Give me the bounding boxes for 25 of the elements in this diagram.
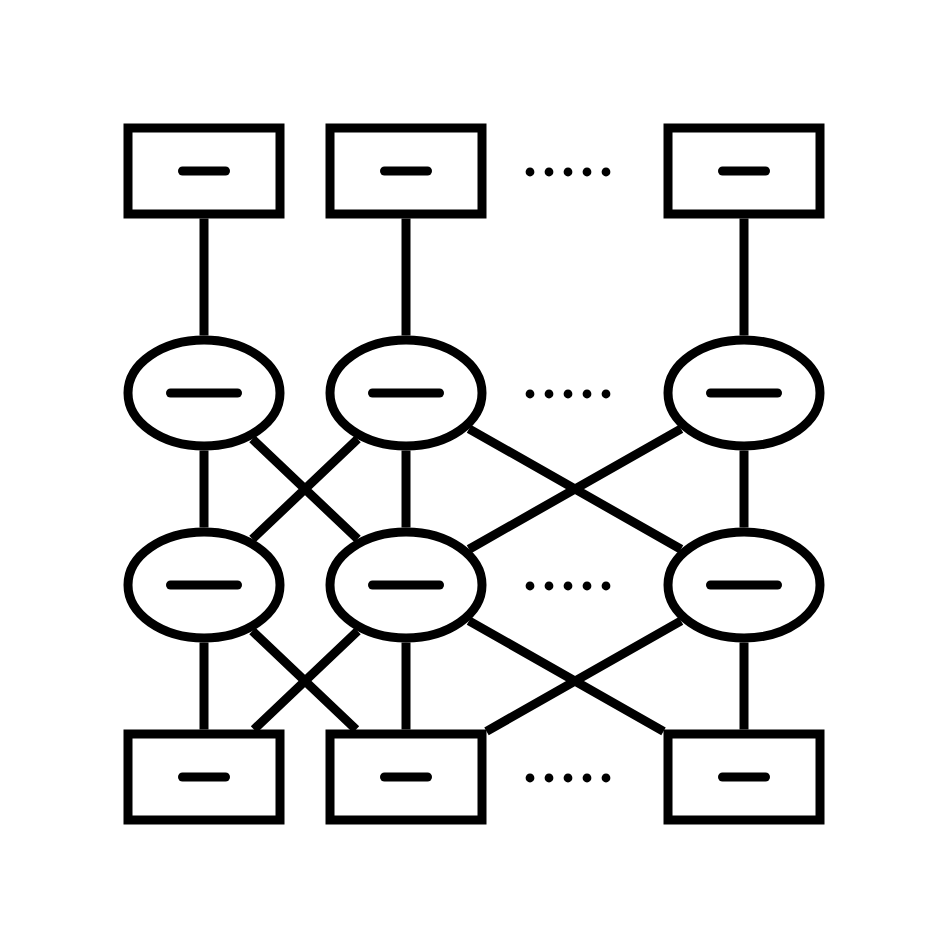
connector-line bbox=[401, 642, 411, 730]
rectangle-box bbox=[325, 123, 487, 219]
connector-line bbox=[199, 642, 209, 730]
connector-line bbox=[199, 218, 209, 336]
rectangle-box bbox=[663, 123, 825, 219]
crossing-lines bbox=[464, 424, 686, 554]
crossing-lines bbox=[247, 434, 363, 544]
crossing-lines bbox=[247, 626, 363, 734]
ellipse-node bbox=[325, 527, 487, 643]
rectangle-box bbox=[123, 729, 285, 825]
connector-line bbox=[401, 450, 411, 528]
ellipse-node bbox=[325, 335, 487, 451]
rectangle-box bbox=[663, 729, 825, 825]
rectangle-box bbox=[325, 729, 487, 825]
ellipse-node bbox=[123, 335, 285, 451]
crossing-lines bbox=[464, 616, 686, 736]
connector-line bbox=[739, 218, 749, 336]
connector-line bbox=[199, 450, 209, 528]
ellipse-node bbox=[663, 527, 825, 643]
connector-line bbox=[739, 450, 749, 528]
ellipse-node bbox=[123, 527, 285, 643]
ellipse-node bbox=[663, 335, 825, 451]
connector-line bbox=[739, 642, 749, 730]
connector-line bbox=[401, 218, 411, 336]
rectangle-box bbox=[123, 123, 285, 219]
